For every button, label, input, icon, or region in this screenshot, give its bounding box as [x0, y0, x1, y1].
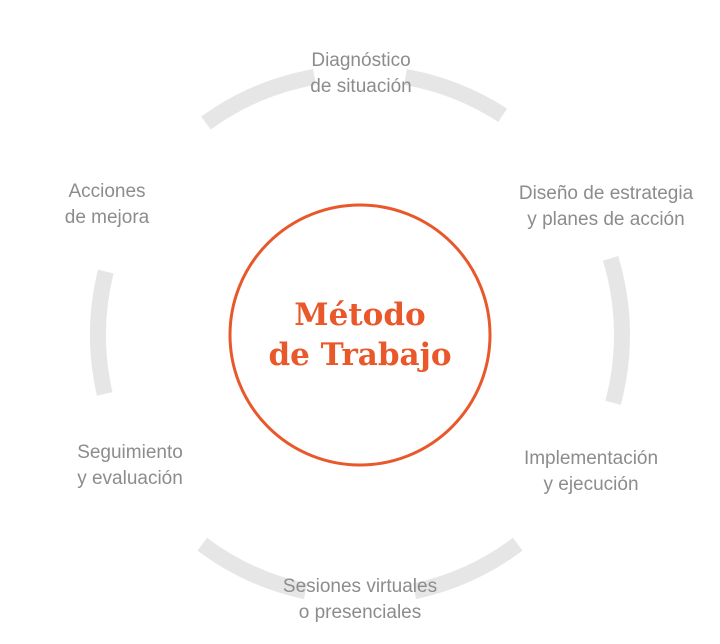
ring-arc-top-right — [404, 69, 508, 123]
stage-diagnostico-line2: de situación — [310, 76, 412, 97]
stage-sesiones: Sesiones virtuales o presenciales — [283, 574, 437, 626]
stage-implementacion-line1: Implementación — [523, 448, 659, 469]
stage-sesiones-line2: o presenciales — [298, 602, 422, 623]
ring-arc-top-left — [201, 69, 316, 130]
stage-seguimiento-line2: y evaluación — [77, 468, 183, 489]
stage-diseno-line2: y planes de acción — [527, 209, 685, 230]
stage-implementacion-line2: y ejecución — [543, 474, 639, 495]
stage-acciones-line2: de mejora — [64, 207, 150, 228]
center-title-line2: de Trabajo — [268, 337, 452, 373]
stage-sesiones-line1: Sesiones virtuales — [282, 576, 438, 597]
stage-diseno-line1: Diseño de estrategia — [518, 183, 694, 204]
ring-arc-bottom-right — [412, 537, 523, 600]
center-title-line1: Método — [294, 297, 426, 333]
stage-diagnostico-line1: Diagnóstico — [311, 50, 411, 71]
ring-arc-left — [90, 269, 114, 396]
ring-arc-bottom-left — [197, 537, 308, 600]
stage-implementacion: Implementación y ejecución — [524, 446, 658, 498]
ring-arc-right — [602, 256, 630, 405]
stage-acciones-mejora: Acciones de mejora — [65, 179, 150, 231]
stage-seguimiento-line1: Seguimiento — [77, 442, 183, 463]
stage-seguimiento: Seguimiento y evaluación — [77, 440, 183, 492]
stage-diseno-estrategia: Diseño de estrategia y planes de acción — [519, 181, 693, 233]
outer-ring — [90, 69, 630, 600]
stage-diagnostico: Diagnóstico de situación — [310, 48, 411, 100]
stage-acciones-line1: Acciones — [68, 181, 146, 202]
center-title: Método de Trabajo — [268, 295, 451, 375]
center-circle — [228, 203, 492, 467]
